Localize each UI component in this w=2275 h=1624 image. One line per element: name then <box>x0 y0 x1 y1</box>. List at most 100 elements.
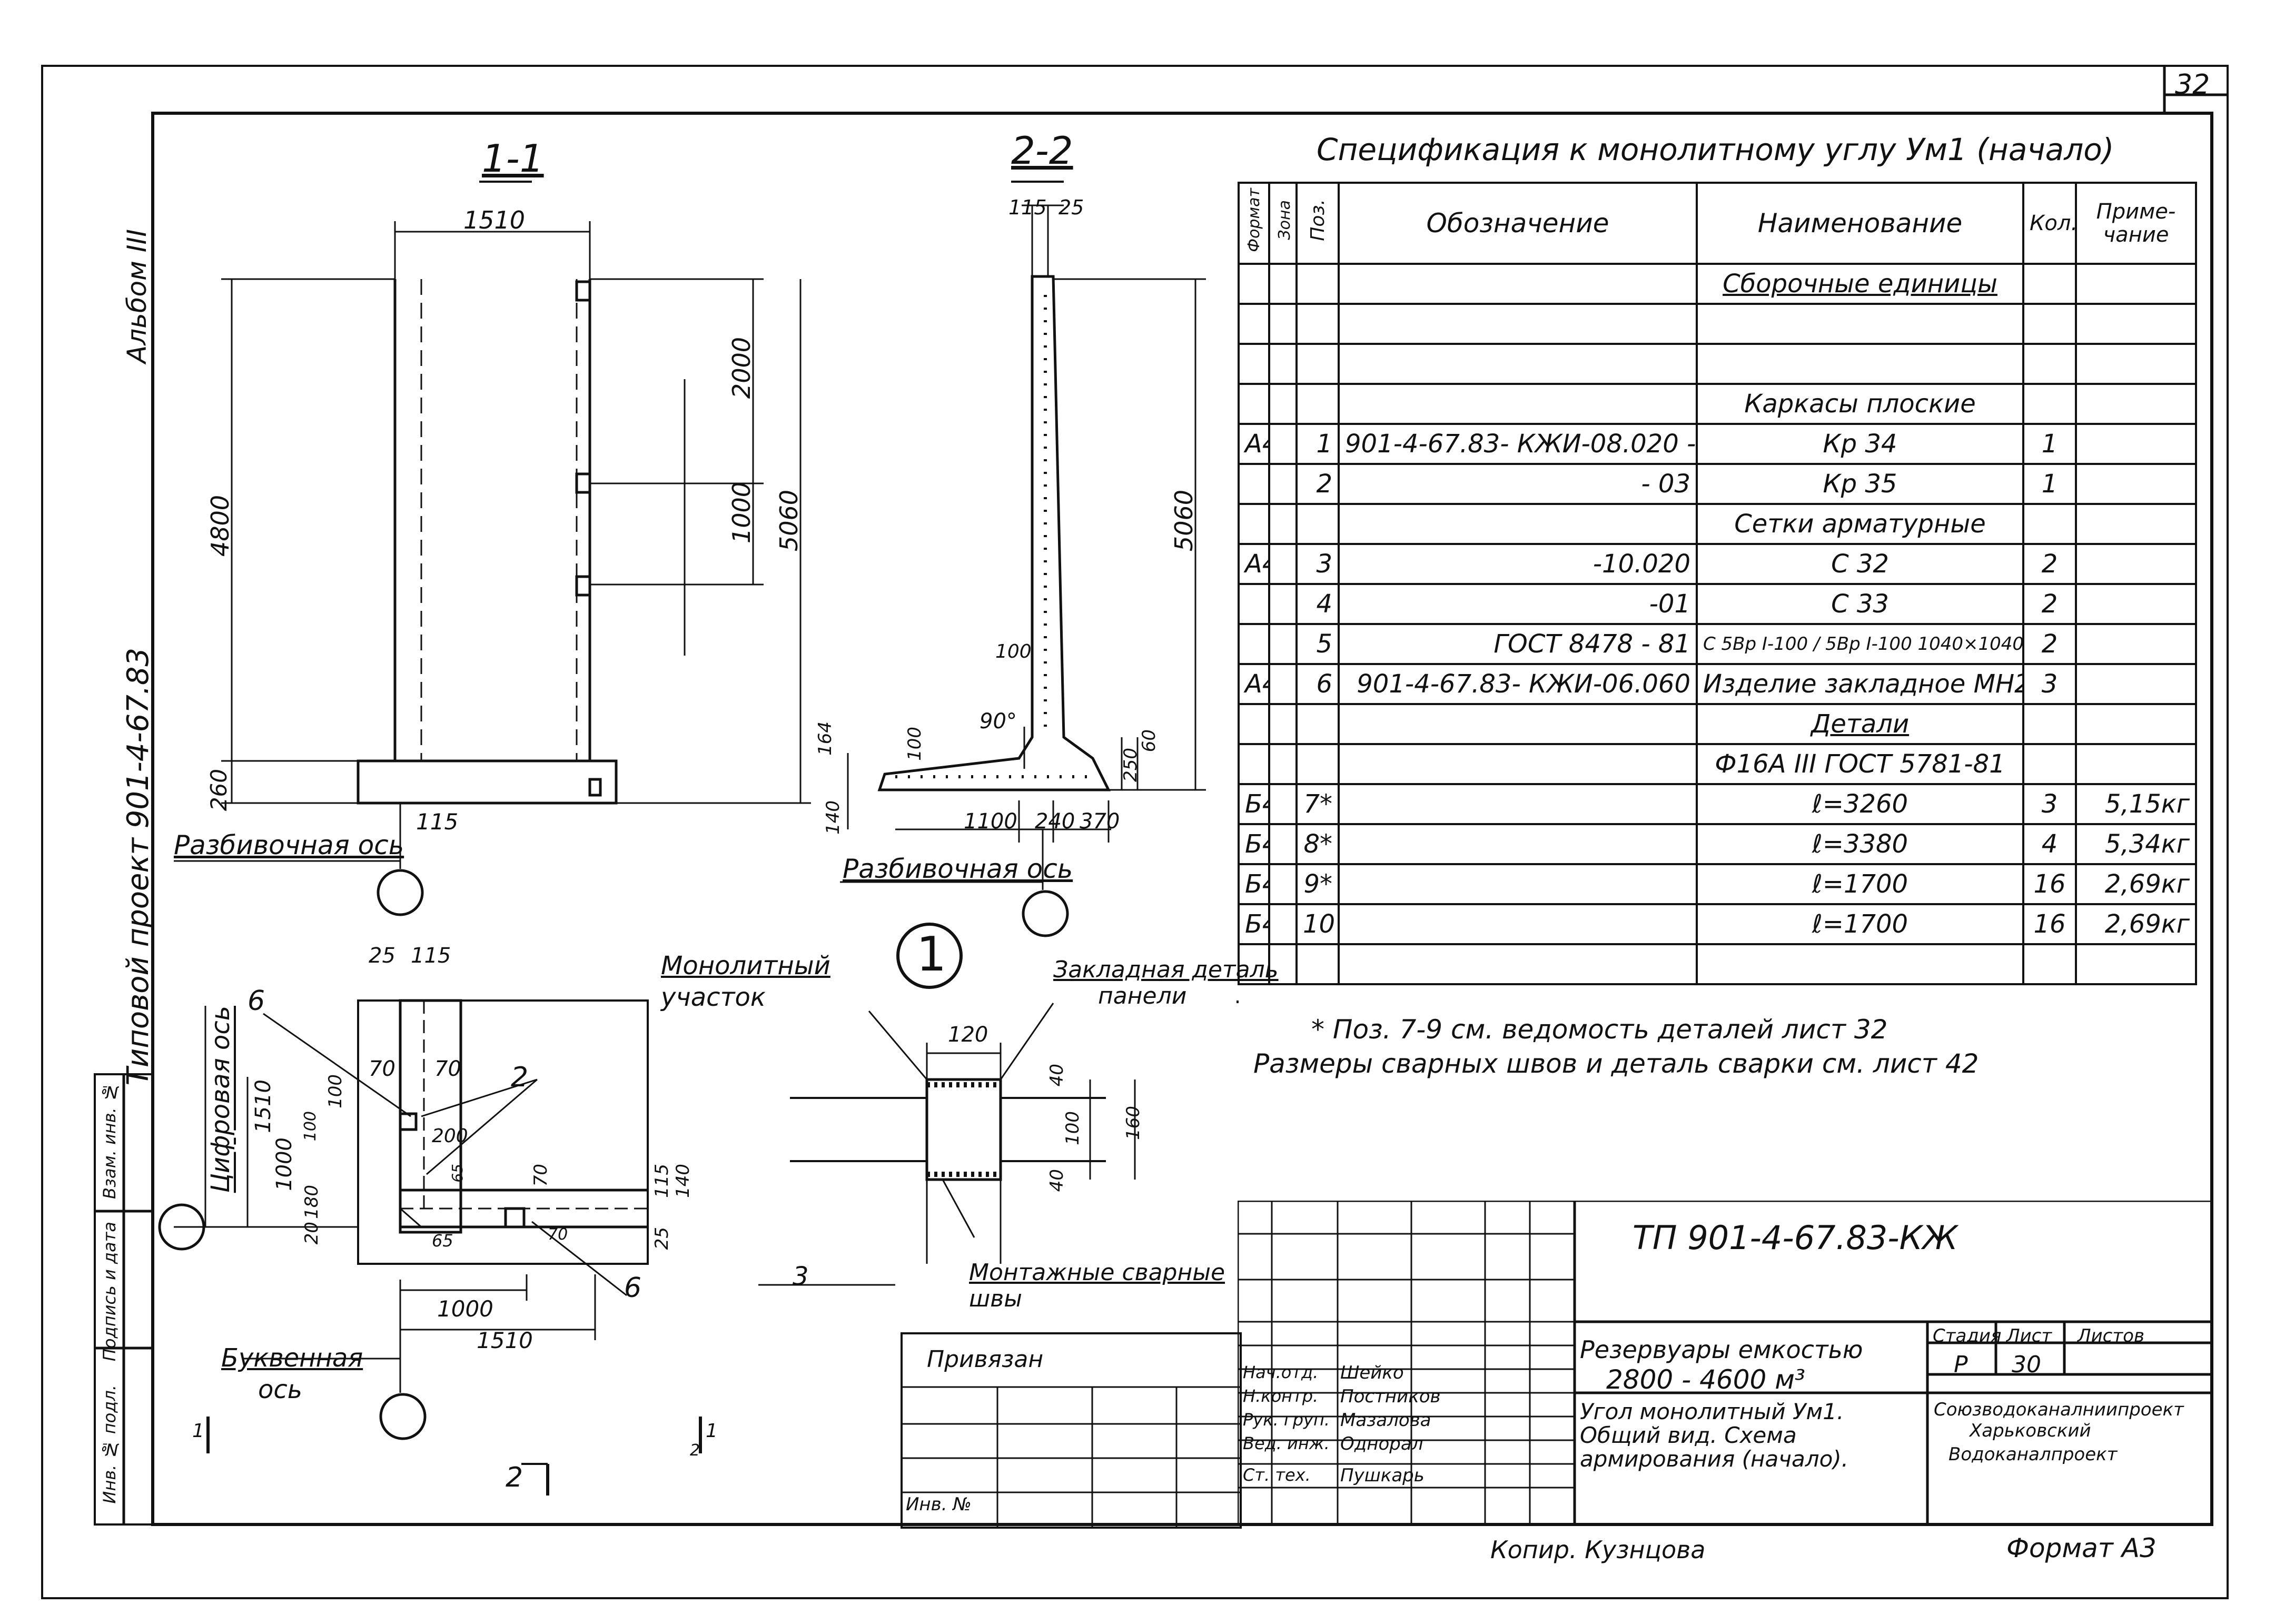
spec-cell-designation: -01 <box>1338 583 1698 625</box>
spec-cell-zone <box>1268 463 1298 505</box>
spec-cell-zone <box>1268 503 1298 545</box>
dim-100-a: 100 <box>995 641 1032 662</box>
spec-cell-pos: 7* <box>1295 783 1340 825</box>
album-label: Альбом III <box>122 229 152 363</box>
inner-frame <box>151 112 2213 1526</box>
spec-cell-name: Каркасы плоские <box>1696 383 2024 425</box>
spec-cell-zone <box>1268 863 1298 905</box>
spec-cell-format <box>1238 943 1270 985</box>
binding-label: Привязан <box>927 1346 1044 1373</box>
sheet-header: Лист <box>2006 1325 2052 1346</box>
spec-cell-qty <box>2022 743 2077 785</box>
spec-title: Спецификация к монолитному углу Ум1 (нач… <box>1317 132 2114 167</box>
spec-cell-designation: ГОСТ 8478 - 81 <box>1338 623 1698 665</box>
spec-cell-pos <box>1295 263 1340 305</box>
spec-cell-note <box>2075 463 2197 505</box>
spec-cell-qty: 2 <box>2022 623 2077 665</box>
spec-cell-pos: 1 <box>1295 423 1340 465</box>
spec-cell-zone <box>1268 343 1298 385</box>
spec-cell-qty <box>2022 303 2077 345</box>
spec-cell-format <box>1238 743 1270 785</box>
spec-cell-zone <box>1268 543 1298 585</box>
spec-cell-pos: 3 <box>1295 543 1340 585</box>
dim-115-b: 115 <box>1008 196 1047 219</box>
spec-cell-note <box>2075 583 2197 625</box>
spec-cell-designation <box>1338 943 1698 985</box>
detail-mono-label-1: Монолитный <box>661 951 830 981</box>
spec-cell-format <box>1238 343 1270 385</box>
axis-digit-label: Цифровая ось <box>206 1006 235 1193</box>
spec-col-note: Приме-чание <box>2075 182 2197 265</box>
spec-cell-format <box>1238 383 1270 425</box>
sheet-value: 30 <box>2012 1351 2041 1378</box>
spec-cell-note: 5,15кг <box>2075 783 2197 825</box>
spec-cell-designation: 901-4-67.83- КЖИ-08.020 - 02 <box>1338 423 1698 465</box>
cut-mark-2-a: 2 <box>506 1462 523 1493</box>
spec-cell-designation <box>1338 343 1698 385</box>
spec-cell-format: А4 <box>1238 543 1270 585</box>
detail-1-lines <box>758 923 1136 1286</box>
spec-cell-name <box>1696 303 2024 345</box>
plan-dim-1510-v: 1510 <box>251 1080 275 1133</box>
spec-cell-qty <box>2022 383 2077 425</box>
spec-cell-zone <box>1268 583 1298 625</box>
spec-cell-format: Б4 <box>1238 783 1270 825</box>
spec-cell-name: ℓ=3380 <box>1696 823 2024 865</box>
spec-cell-name: Кр 34 <box>1696 423 2024 465</box>
spec-cell-name: Кр 35 <box>1696 463 2024 505</box>
sheet-title-2: Общий вид. Схема <box>1580 1422 1797 1448</box>
spec-cell-designation: -10.020 <box>1338 543 1698 585</box>
spec-cell-qty: 2 <box>2022 543 2077 585</box>
spec-cell-qty: 3 <box>2022 663 2077 705</box>
spec-cell-pos <box>1295 303 1340 345</box>
spec-cell-format: Б4 <box>1238 903 1270 945</box>
plan-callout-2: 2 <box>511 1062 529 1093</box>
axis-label-1: Разбивочная ось <box>174 830 404 860</box>
spec-cell-note <box>2075 343 2197 385</box>
spec-cell-format: А4 <box>1238 423 1270 465</box>
spec-cell-zone <box>1268 383 1298 425</box>
spec-cell-qty: 1 <box>2022 423 2077 465</box>
project-label: Типовой проект 901-4-67.83 <box>121 648 155 1086</box>
dim-100-b: 100 <box>904 727 925 761</box>
spec-cell-format <box>1238 703 1270 745</box>
dim-140-a: 140 <box>823 800 844 835</box>
spec-col-zone: Зона <box>1268 182 1298 265</box>
plan-dim-1000-h: 1000 <box>437 1296 493 1322</box>
name-5: Пушкарь <box>1340 1465 1425 1486</box>
spec-cell-pos <box>1295 743 1340 785</box>
spec-cell-name: ℓ=1700 <box>1696 863 2024 905</box>
plan-dim-25: 25 <box>369 944 395 968</box>
role-1: Нач.отд. <box>1243 1362 1319 1382</box>
spec-cell-designation <box>1338 743 1698 785</box>
spec-cell-format: А4 <box>1238 663 1270 705</box>
plan-dim-70-c: 70 <box>530 1164 551 1187</box>
dim-5060-a: 5060 <box>775 490 803 552</box>
stamp-replace-inv: Взам. инв. № <box>100 1082 120 1199</box>
spec-row: Каркасы плоские <box>1238 383 2197 425</box>
spec-note-1: * Поз. 7-9 см. ведомость деталей лист 32 <box>1311 1014 1888 1045</box>
spec-cell-designation <box>1338 823 1698 865</box>
spec-row: Детали <box>1238 703 2197 745</box>
spec-col-name: Наименование <box>1696 182 2024 265</box>
plan-callout-6-b: 6 <box>624 1272 642 1304</box>
org-line-2: Харьковский <box>1970 1420 2091 1441</box>
spec-cell-note <box>2075 263 2197 305</box>
spec-cell-pos <box>1295 503 1340 545</box>
spec-cell-zone <box>1268 823 1298 865</box>
plan-view-lines <box>158 999 702 1496</box>
name-4: Однорал <box>1340 1433 1423 1454</box>
plan-callout-6-a: 6 <box>248 985 265 1017</box>
detail-weld-label-1: Монтажные сварные <box>969 1259 1225 1286</box>
spec-cell-designation <box>1338 863 1698 905</box>
sheets-header: Листов <box>2078 1325 2145 1346</box>
plan-dim-70-b: 70 <box>434 1057 461 1081</box>
spec-cell-pos: 4 <box>1295 583 1340 625</box>
spec-cell-qty <box>2022 703 2077 745</box>
spec-table: Формат Зона Поз. Обозначение Наименовани… <box>1238 182 2197 985</box>
